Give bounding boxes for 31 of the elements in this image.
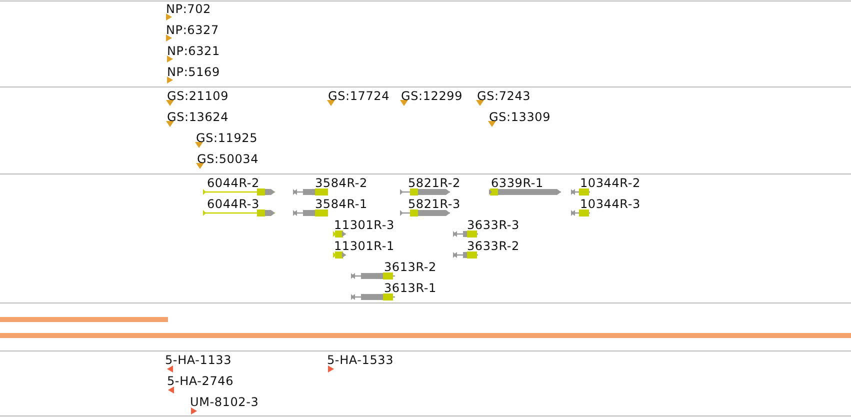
feature-label: GS:13309: [489, 110, 551, 124]
feature-label: 3584R-2: [315, 176, 368, 190]
feature-label: 5-HA-1533: [327, 353, 394, 367]
feature-label: GS:11925: [196, 131, 258, 145]
feature-label: 10344R-3: [580, 197, 640, 211]
feature-label: GS:12299: [401, 89, 463, 103]
feature-label: GS:13624: [167, 110, 229, 124]
feature-label: 5-HA-1133: [165, 353, 232, 367]
feature-label: 5-HA-2746: [167, 374, 234, 388]
feature-label: GS:17724: [328, 89, 390, 103]
feature-label: 3633R-3: [467, 218, 520, 232]
feature-label: NP:6327: [166, 23, 219, 37]
feature-label: 3613R-1: [384, 281, 436, 295]
feature-label: NP:6321: [167, 44, 220, 58]
feature-label: 10344R-2: [580, 176, 640, 190]
feature-label: 11301R-3: [334, 218, 394, 232]
feature-label: NP:702: [166, 2, 211, 16]
feature-label: 5821R-2: [408, 176, 460, 190]
feature-label: 5821R-3: [408, 197, 460, 211]
feature-label: 6339R-1: [491, 176, 544, 190]
feature-label: 3633R-2: [467, 239, 520, 253]
feature-label: NP:5169: [167, 65, 220, 79]
feature-label: GS:50034: [197, 152, 259, 166]
feature-label: GS:7243: [477, 89, 531, 103]
feature-label: 6044R-3: [207, 197, 260, 211]
feature-label: 11301R-1: [334, 239, 394, 253]
feature-label: 6044R-2: [207, 176, 260, 190]
feature-label: UM-8102-3: [190, 395, 259, 409]
feature-label: GS:21109: [167, 89, 229, 103]
feature-label: 3584R-1: [315, 197, 368, 211]
feature-label: 3613R-2: [384, 260, 436, 274]
